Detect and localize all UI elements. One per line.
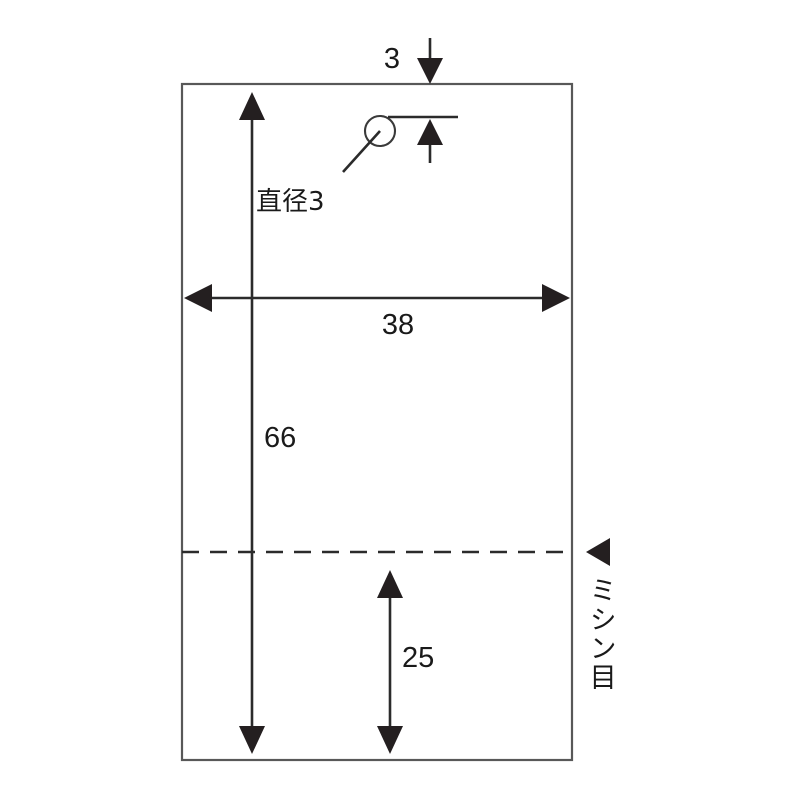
dimension-width-label: 38 [382,309,414,341]
dimension-width-arrowhead-left [184,284,212,312]
dimension-stub-height-arrowhead-bottom [377,726,403,754]
dimension-total-height: 66 [239,92,296,754]
dimension-total-height-arrowhead-bottom [239,726,265,754]
dimension-total-height-label: 66 [264,422,296,454]
dimension-width: 38 [184,284,570,341]
dimension-stub-height-arrowhead-top [377,570,403,598]
dimension-top-margin-arrowhead [417,58,443,84]
dimension-top-margin: 3 [384,38,443,84]
dimension-stub-height: 25 [377,570,434,754]
perforation-marker-triangle-icon [586,538,610,566]
hole-callout-group: 直径3 [256,114,397,217]
dimension-top-margin-label: 3 [384,43,400,75]
hole-leader-line [342,130,381,173]
dimension-hole-offset [388,115,458,163]
dimension-stub-height-label: 25 [402,642,434,674]
dimension-width-arrowhead-right [542,284,570,312]
dimension-hole-offset-arrowhead [417,119,443,145]
hole-diameter-label: 直径3 [256,187,325,217]
dimension-total-height-arrowhead-top [239,92,265,120]
hole-circle-icon [363,114,397,148]
sheet-outline [180,82,574,762]
perforation-annotation-label: ミシン目 [584,576,616,692]
